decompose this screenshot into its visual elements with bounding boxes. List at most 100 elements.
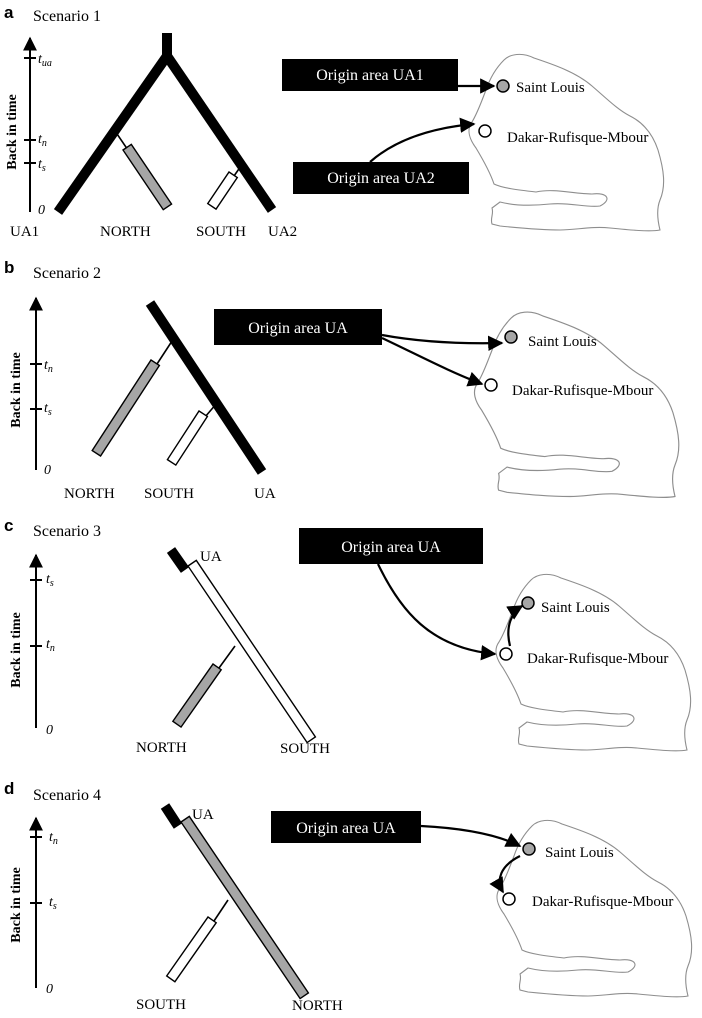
tick-label-ts: ts — [38, 157, 46, 174]
south-population-bar — [165, 916, 218, 983]
time-axis: Back in time tn ts 0 — [9, 816, 58, 997]
dakar-marker — [502, 892, 516, 906]
origin-box-ua: Origin area UA — [299, 528, 483, 564]
svg-text:Origin area UA1: Origin area UA1 — [316, 67, 424, 84]
tick-label-zero: 0 — [38, 203, 45, 218]
panel-c: c Scenario 3 Back in time ts tn 0 UA NOR… — [4, 516, 692, 757]
panel-letter: d — [4, 779, 14, 798]
tick-label-tn: tn — [38, 132, 47, 149]
tick-label-ts: ts — [46, 572, 54, 589]
leaf-label-ua2: UA2 — [268, 224, 297, 240]
dakar-marker — [478, 124, 492, 138]
migration-arrow — [369, 117, 476, 163]
ua2-branch — [162, 53, 277, 213]
tick-label-tn: tn — [46, 637, 55, 654]
axis-title: Back in time — [9, 352, 24, 427]
panel-d: d Scenario 4 Back in time tn ts 0 UA SOU… — [4, 779, 693, 1014]
scenario-title: Scenario 4 — [33, 787, 101, 804]
south-population-bar — [206, 171, 239, 211]
dakar-marker — [499, 647, 513, 661]
leaf-label-north: NORTH — [136, 740, 187, 756]
axis-title: Back in time — [9, 612, 24, 687]
ancestral-branch — [166, 547, 190, 573]
population-tree — [166, 547, 317, 744]
svg-text:Origin area UA2: Origin area UA2 — [327, 170, 435, 187]
leaf-label-north: NORTH — [100, 224, 151, 240]
north-population-bar — [180, 815, 310, 1000]
leaf-label-ua: UA — [200, 549, 222, 565]
city-label-dakar: Dakar-Rufisque-Mbour — [512, 383, 653, 399]
panel-letter: a — [4, 3, 14, 22]
leaf-label-south: SOUTH — [136, 997, 186, 1013]
panel-letter: b — [4, 258, 14, 277]
population-tree — [53, 33, 277, 215]
north-population-bar — [171, 663, 223, 729]
scenario-title: Scenario 1 — [33, 8, 101, 25]
tick-label-ts: ts — [44, 401, 52, 418]
city-label-saint-louis: Saint Louis — [516, 80, 585, 96]
origin-box-ua: Origin area UA — [271, 811, 421, 843]
tick-label-zero: 0 — [46, 723, 53, 738]
svg-text:Origin area UA: Origin area UA — [248, 320, 348, 337]
saint-louis-marker — [521, 596, 535, 610]
leaf-label-south: SOUTH — [196, 224, 246, 240]
panel-b: b Scenario 2 Back in time tn ts 0 NORTH … — [4, 258, 680, 502]
city-label-dakar: Dakar-Rufisque-Mbour — [527, 651, 668, 667]
scenario-title: Scenario 3 — [33, 523, 101, 540]
saint-louis-marker — [496, 79, 510, 93]
leaf-label-south: SOUTH — [280, 741, 330, 757]
tick-label-ts: ts — [49, 895, 57, 912]
tick-label-zero: 0 — [46, 982, 53, 997]
city-label-dakar: Dakar-Rufisque-Mbour — [507, 130, 648, 146]
ua1-branch — [53, 53, 172, 215]
origin-box-ua2: Origin area UA2 — [293, 162, 469, 194]
city-label-saint-louis: Saint Louis — [545, 845, 614, 861]
svg-text:Origin area UA: Origin area UA — [341, 539, 441, 556]
ancestral-branch — [160, 803, 183, 829]
time-axis: Back in time tn ts 0 — [9, 296, 53, 478]
tick-label-zero: 0 — [44, 463, 51, 478]
leaf-label-south: SOUTH — [144, 486, 194, 502]
saint-louis-marker — [504, 330, 518, 344]
city-label-saint-louis: Saint Louis — [541, 600, 610, 616]
leaf-label-ua: UA — [192, 807, 214, 823]
migration-arrow — [506, 605, 524, 647]
migration-arrow — [381, 333, 504, 352]
svg-text:Origin area UA: Origin area UA — [296, 820, 396, 837]
north-link — [156, 337, 175, 365]
tick-label-tn: tn — [49, 830, 58, 847]
migration-arrow — [489, 855, 521, 894]
north-link — [114, 130, 129, 151]
axis-title: Back in time — [5, 94, 20, 169]
panel-a: a Scenario 1 Back in time tua tn ts 0 UA… — [4, 3, 665, 240]
north-link — [218, 645, 236, 669]
time-axis: Back in time ts tn 0 — [9, 553, 55, 738]
leaf-label-north: NORTH — [292, 998, 343, 1014]
population-tree — [160, 803, 310, 1000]
leaf-label-ua: UA — [254, 486, 276, 502]
origin-box-ua1: Origin area UA1 — [282, 59, 458, 91]
south-link — [213, 899, 229, 922]
south-population-bar — [187, 559, 317, 744]
leaf-label-ua1: UA1 — [10, 224, 39, 240]
saint-louis-marker — [522, 842, 536, 856]
migration-arrow — [381, 337, 484, 387]
north-population-bar — [122, 143, 173, 211]
panel-letter: c — [4, 516, 13, 535]
origin-box-ua: Origin area UA — [214, 309, 382, 345]
time-axis: Back in time tua tn ts 0 — [5, 36, 52, 218]
axis-title: Back in time — [9, 867, 24, 942]
south-link — [204, 402, 218, 418]
ua-branch — [145, 300, 267, 475]
population-tree — [91, 300, 267, 475]
south-link — [233, 162, 244, 177]
leaf-label-north: NORTH — [64, 486, 115, 502]
tick-label-tua: tua — [38, 52, 52, 69]
scenario-title: Scenario 2 — [33, 265, 101, 282]
city-label-saint-louis: Saint Louis — [528, 334, 597, 350]
city-label-dakar: Dakar-Rufisque-Mbour — [532, 894, 673, 910]
dakar-marker — [484, 378, 498, 392]
tick-label-tn: tn — [44, 358, 53, 375]
north-population-bar — [91, 359, 161, 457]
